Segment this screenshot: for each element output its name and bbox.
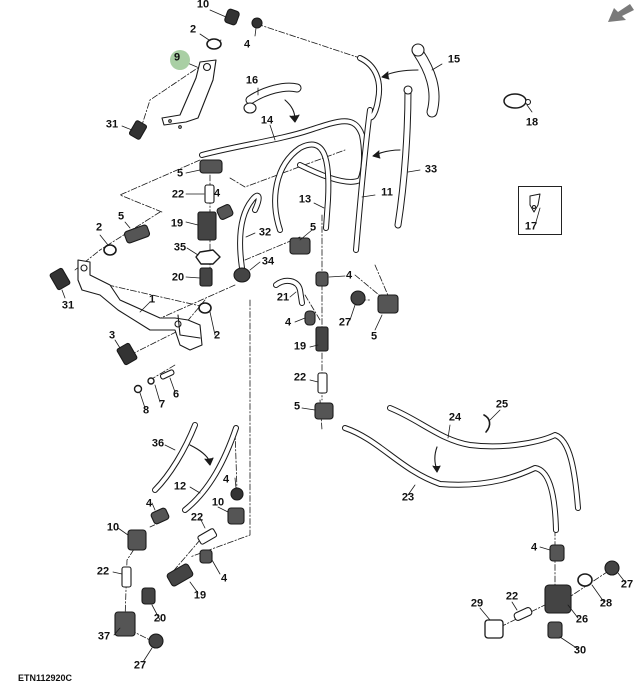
leader-lines bbox=[61, 9, 626, 663]
callout-label[interactable]: 28 bbox=[599, 597, 613, 610]
routing-arrows bbox=[189, 69, 441, 473]
callout-label[interactable]: 24 bbox=[448, 411, 462, 424]
highlighted-callout-marker bbox=[170, 50, 190, 70]
callout-label[interactable]: 10 bbox=[211, 496, 225, 509]
callout-label[interactable]: 27 bbox=[338, 316, 352, 329]
callout-label[interactable]: 22 bbox=[293, 371, 307, 384]
callout-label[interactable]: 22 bbox=[505, 590, 519, 603]
callout-label[interactable]: 4 bbox=[345, 269, 353, 282]
hose-32 bbox=[237, 192, 262, 271]
hose-13 bbox=[272, 141, 332, 233]
callout-label[interactable]: 31 bbox=[105, 118, 119, 131]
callout-label[interactable]: 2 bbox=[213, 329, 221, 342]
hose-12 bbox=[182, 425, 239, 513]
callout-label[interactable]: 31 bbox=[61, 299, 75, 312]
clip-17-inset-part bbox=[529, 193, 541, 213]
callout-label[interactable]: 7 bbox=[158, 398, 166, 411]
callout-label[interactable]: 2 bbox=[189, 23, 197, 36]
callout-label[interactable]: 23 bbox=[401, 491, 415, 504]
callout-label[interactable]: 4 bbox=[220, 572, 228, 585]
callout-label[interactable]: 15 bbox=[447, 53, 461, 66]
callout-label[interactable]: 4 bbox=[243, 38, 251, 51]
callout-label[interactable]: 22 bbox=[190, 511, 204, 524]
callout-label[interactable]: 9 bbox=[173, 51, 181, 64]
callout-label[interactable]: 11 bbox=[381, 186, 393, 199]
callout-label[interactable]: 12 bbox=[173, 480, 187, 493]
callout-label[interactable]: 5 bbox=[293, 400, 301, 413]
hose-11 bbox=[353, 55, 382, 253]
callout-label[interactable]: 20 bbox=[153, 612, 167, 625]
callout-label[interactable]: 3 bbox=[108, 329, 116, 342]
callout-label[interactable]: 37 bbox=[97, 630, 111, 643]
callout-label[interactable]: 34 bbox=[261, 255, 275, 268]
hose-14 bbox=[199, 118, 368, 185]
callout-label[interactable]: 4 bbox=[145, 497, 153, 510]
callout-label[interactable]: 4 bbox=[284, 316, 292, 329]
bracket-9 bbox=[161, 59, 217, 129]
hose-36 bbox=[152, 422, 198, 493]
callout-label[interactable]: 4 bbox=[213, 187, 221, 200]
callout-label[interactable]: 36 bbox=[151, 437, 165, 450]
arrow-down-left-icon[interactable] bbox=[604, 2, 636, 24]
callout-label[interactable]: 13 bbox=[298, 193, 312, 206]
inset-box: 17 bbox=[518, 186, 562, 235]
callout-label[interactable]: 6 bbox=[172, 388, 180, 401]
callout-label[interactable]: 4 bbox=[530, 541, 538, 554]
bracket-1 bbox=[77, 259, 203, 351]
callout-label[interactable]: 5 bbox=[309, 221, 317, 234]
callout-label[interactable]: 25 bbox=[495, 398, 509, 411]
callout-label[interactable]: 4 bbox=[222, 473, 230, 486]
callout-label[interactable]: 21 bbox=[276, 291, 290, 304]
callout-label[interactable]: 16 bbox=[245, 74, 259, 87]
callout-label[interactable]: 20 bbox=[171, 271, 185, 284]
callout-label[interactable]: 32 bbox=[258, 226, 272, 239]
hose-23 bbox=[342, 425, 559, 533]
callout-label[interactable]: 10 bbox=[106, 521, 120, 534]
callout-label[interactable]: 19 bbox=[170, 217, 184, 230]
callout-label[interactable]: 19 bbox=[293, 340, 307, 353]
callout-label[interactable]: 22 bbox=[171, 188, 185, 201]
hose-33 bbox=[394, 85, 413, 229]
callout-label[interactable]: 19 bbox=[193, 589, 207, 602]
fittings bbox=[49, 8, 620, 649]
callout-label[interactable]: 1 bbox=[148, 293, 156, 306]
hose-15 bbox=[411, 43, 440, 118]
hose-24 bbox=[387, 405, 581, 511]
callout-label[interactable]: 22 bbox=[96, 565, 110, 578]
callout-label[interactable]: 8 bbox=[142, 404, 150, 417]
callout-label[interactable]: 27 bbox=[620, 578, 634, 591]
callout-label[interactable]: 2 bbox=[95, 221, 103, 234]
callout-label[interactable]: 29 bbox=[470, 597, 484, 610]
callout-label[interactable]: 17 bbox=[524, 220, 538, 233]
hose-16 bbox=[243, 82, 302, 114]
callout-label[interactable]: 33 bbox=[424, 163, 438, 176]
callout-label[interactable]: 5 bbox=[117, 210, 125, 223]
hoses bbox=[152, 43, 581, 533]
figure-id: ETN112920C bbox=[18, 673, 73, 683]
callout-label[interactable]: 35 bbox=[173, 241, 187, 254]
callout-label[interactable]: 26 bbox=[575, 613, 589, 626]
callout-label[interactable]: 30 bbox=[573, 644, 587, 657]
callout-label[interactable]: 10 bbox=[196, 0, 210, 11]
callout-label[interactable]: 5 bbox=[176, 167, 184, 180]
callout-label[interactable]: 18 bbox=[525, 116, 539, 129]
callout-label[interactable]: 5 bbox=[370, 330, 378, 343]
callout-label[interactable]: 27 bbox=[133, 659, 147, 672]
callout-label[interactable]: 14 bbox=[260, 114, 274, 127]
hose-21 bbox=[273, 277, 305, 306]
